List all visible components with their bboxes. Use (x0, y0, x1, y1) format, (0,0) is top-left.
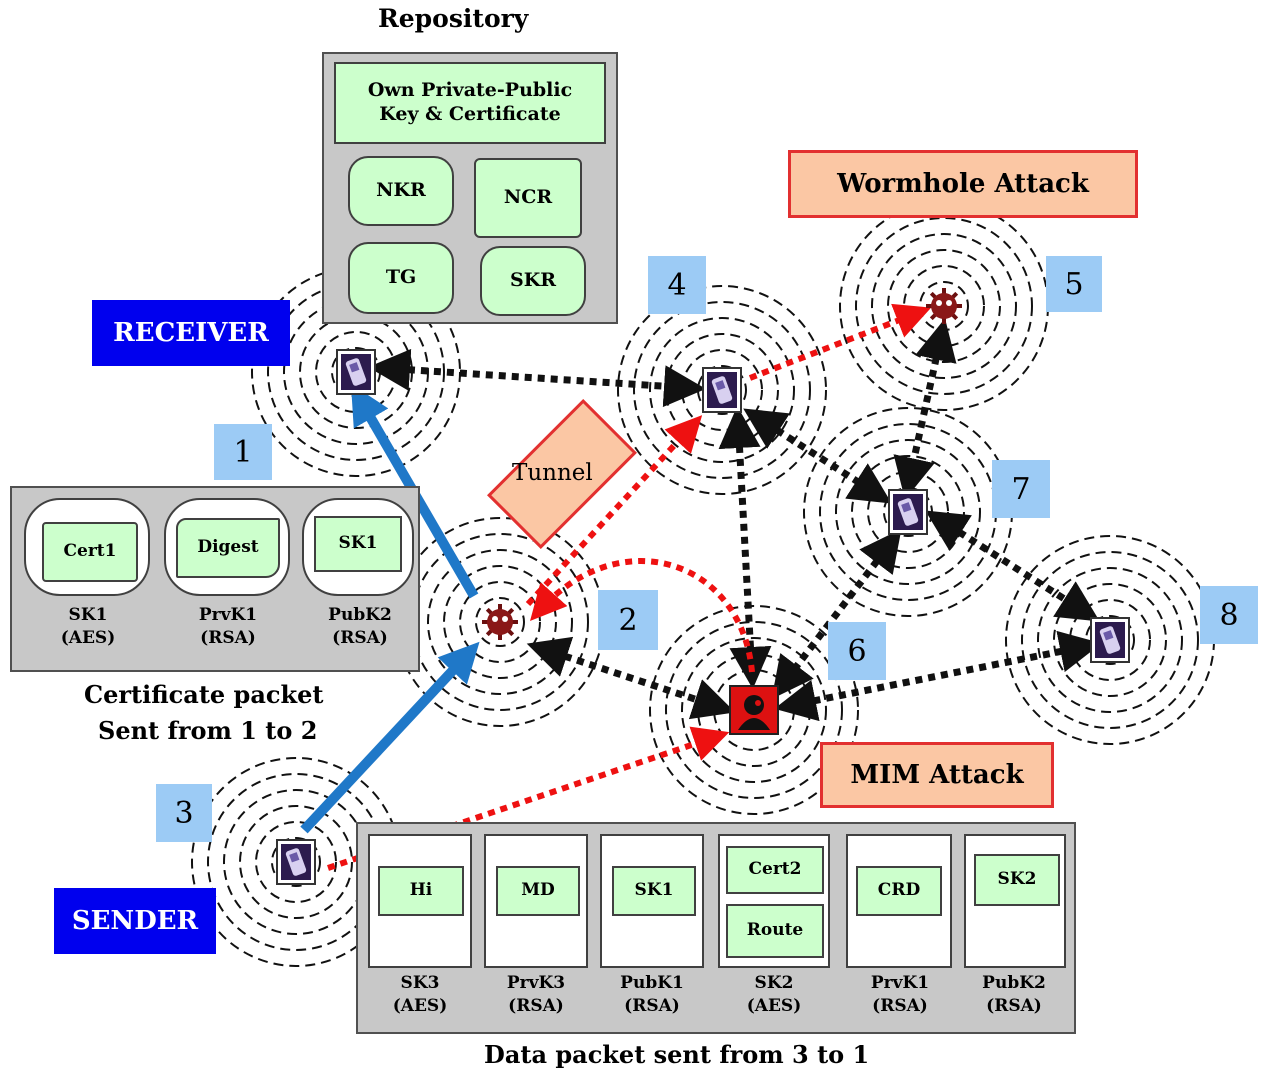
data-enc-1: SK3 (AES) (392, 973, 448, 1016)
digest-flag: Digest (176, 518, 280, 578)
nkr-store: NKR (348, 156, 454, 226)
data-enc-3: PubK1 (RSA) (620, 973, 684, 1016)
data-slot-1: Hi (368, 834, 472, 968)
data-slot-2: MD (484, 834, 588, 968)
node-8-phone-icon (1090, 617, 1130, 663)
network-links (368, 318, 1102, 722)
data-slot-3: SK1 (600, 834, 704, 968)
ncr-scroll: NCR (474, 158, 582, 238)
node-icons (276, 288, 1130, 885)
node-5-malicious-icon (926, 288, 962, 324)
tunnel-path-2-4 (525, 415, 703, 607)
tunnel-label: Tunnel (512, 460, 593, 486)
data-item-hi: Hi (378, 866, 464, 916)
node-1-phone-icon (336, 349, 376, 395)
node-label-4: 4 (648, 256, 706, 314)
range-ring-node-3 (255, 821, 337, 903)
data-packet-panel: Hi MD SK1 Cert2 Route CRD SK2 SK3 (AES) … (356, 822, 1076, 1034)
data-item-sk2: SK2 (974, 854, 1060, 906)
cert-enc-3: PubK2 (RSA) (328, 605, 392, 648)
skr-store: SKR (480, 246, 586, 316)
link-7-6 (771, 528, 902, 700)
node-3-phone-icon (276, 839, 316, 885)
sender-label: SENDER (54, 888, 216, 954)
range-ring-node-2 (475, 597, 525, 647)
tunnel-return-path (530, 558, 755, 673)
link-7-8 (925, 510, 1100, 622)
mim-attack-label: MIM Attack (820, 742, 1054, 808)
node-label-3: 3 (156, 784, 212, 842)
node-label-5: 5 (1046, 256, 1102, 312)
wormhole-path-4-5 (748, 303, 932, 381)
data-packet-caption: Data packet sent from 3 to 1 (484, 1040, 870, 1069)
cert-card-2: Digest (164, 498, 290, 596)
data-enc-2: PrvK3 (RSA) (506, 973, 566, 1016)
sk1-key: SK1 (314, 516, 402, 572)
link-2-6 (526, 636, 736, 720)
node-4-phone-icon (702, 367, 742, 413)
range-ring-node-5 (903, 265, 985, 347)
node-label-8: 8 (1200, 586, 1258, 644)
node-label-2: 2 (598, 590, 658, 650)
node-label-6: 6 (828, 622, 886, 680)
range-ring-node-5 (855, 217, 1033, 395)
data-slot-6: SK2 (964, 834, 1066, 968)
wormhole-attack-label: Wormhole Attack (788, 150, 1138, 218)
range-ring-node-8 (1069, 599, 1151, 681)
receiver-label: RECEIVER (92, 300, 290, 366)
cert-card-3: SK1 (302, 498, 414, 596)
cert-enc-1: SK1 (AES) (60, 605, 116, 648)
data-enc-6: PubK2 (RSA) (982, 973, 1046, 1016)
cert-card-1: Cert1 (24, 498, 150, 596)
data-item-route: Route (726, 904, 824, 958)
certificate-packet-panel: Cert1 Digest SK1 SK1 (AES) PrvK1 (RSA) P… (10, 486, 420, 672)
data-slot-5: CRD (846, 834, 952, 968)
link-5-7 (893, 318, 957, 500)
range-ring-node-4 (681, 349, 763, 431)
data-enc-5: PrvK1 (RSA) (870, 973, 930, 1016)
data-item-md: MD (496, 866, 580, 916)
cert-enc-2: PrvK1 (RSA) (198, 605, 258, 648)
certificate-caption-line2: Sent from 1 to 2 (98, 716, 318, 745)
node-label-1: 1 (214, 424, 272, 480)
range-ring-node-3 (271, 837, 321, 887)
node-label-7: 7 (992, 460, 1050, 518)
range-ring-node-8 (1053, 583, 1167, 697)
node-7-phone-icon (888, 489, 928, 535)
data-item-crd: CRD (856, 866, 942, 916)
link-4-6 (718, 406, 772, 689)
node-2-malicious-icon (482, 604, 518, 640)
data-item-sk1: SK1 (612, 866, 696, 916)
data-slot-4: Cert2 Route (718, 834, 830, 968)
link-4-7 (743, 408, 892, 504)
data-item-cert2: Cert2 (726, 846, 824, 894)
cert-path-3-2 (300, 641, 480, 834)
repository-title: Repository (378, 4, 529, 33)
data-enc-4: SK2 (AES) (746, 973, 802, 1016)
repository-panel: Own Private-Public Key & Certificate NKR… (322, 52, 618, 324)
range-ring-node-2 (427, 549, 573, 695)
range-ring-node-3 (239, 805, 353, 919)
cert1-scroll: Cert1 (42, 522, 138, 582)
node-6-attacker-icon (729, 685, 779, 735)
range-ring-node-2 (443, 565, 557, 679)
certificate-caption-line1: Certificate packet (84, 680, 324, 709)
tg-store: TG (348, 242, 454, 314)
range-ring-node-8 (1085, 615, 1135, 665)
range-ring-node-2 (459, 581, 541, 663)
own-key-certificate: Own Private-Public Key & Certificate (334, 62, 606, 144)
